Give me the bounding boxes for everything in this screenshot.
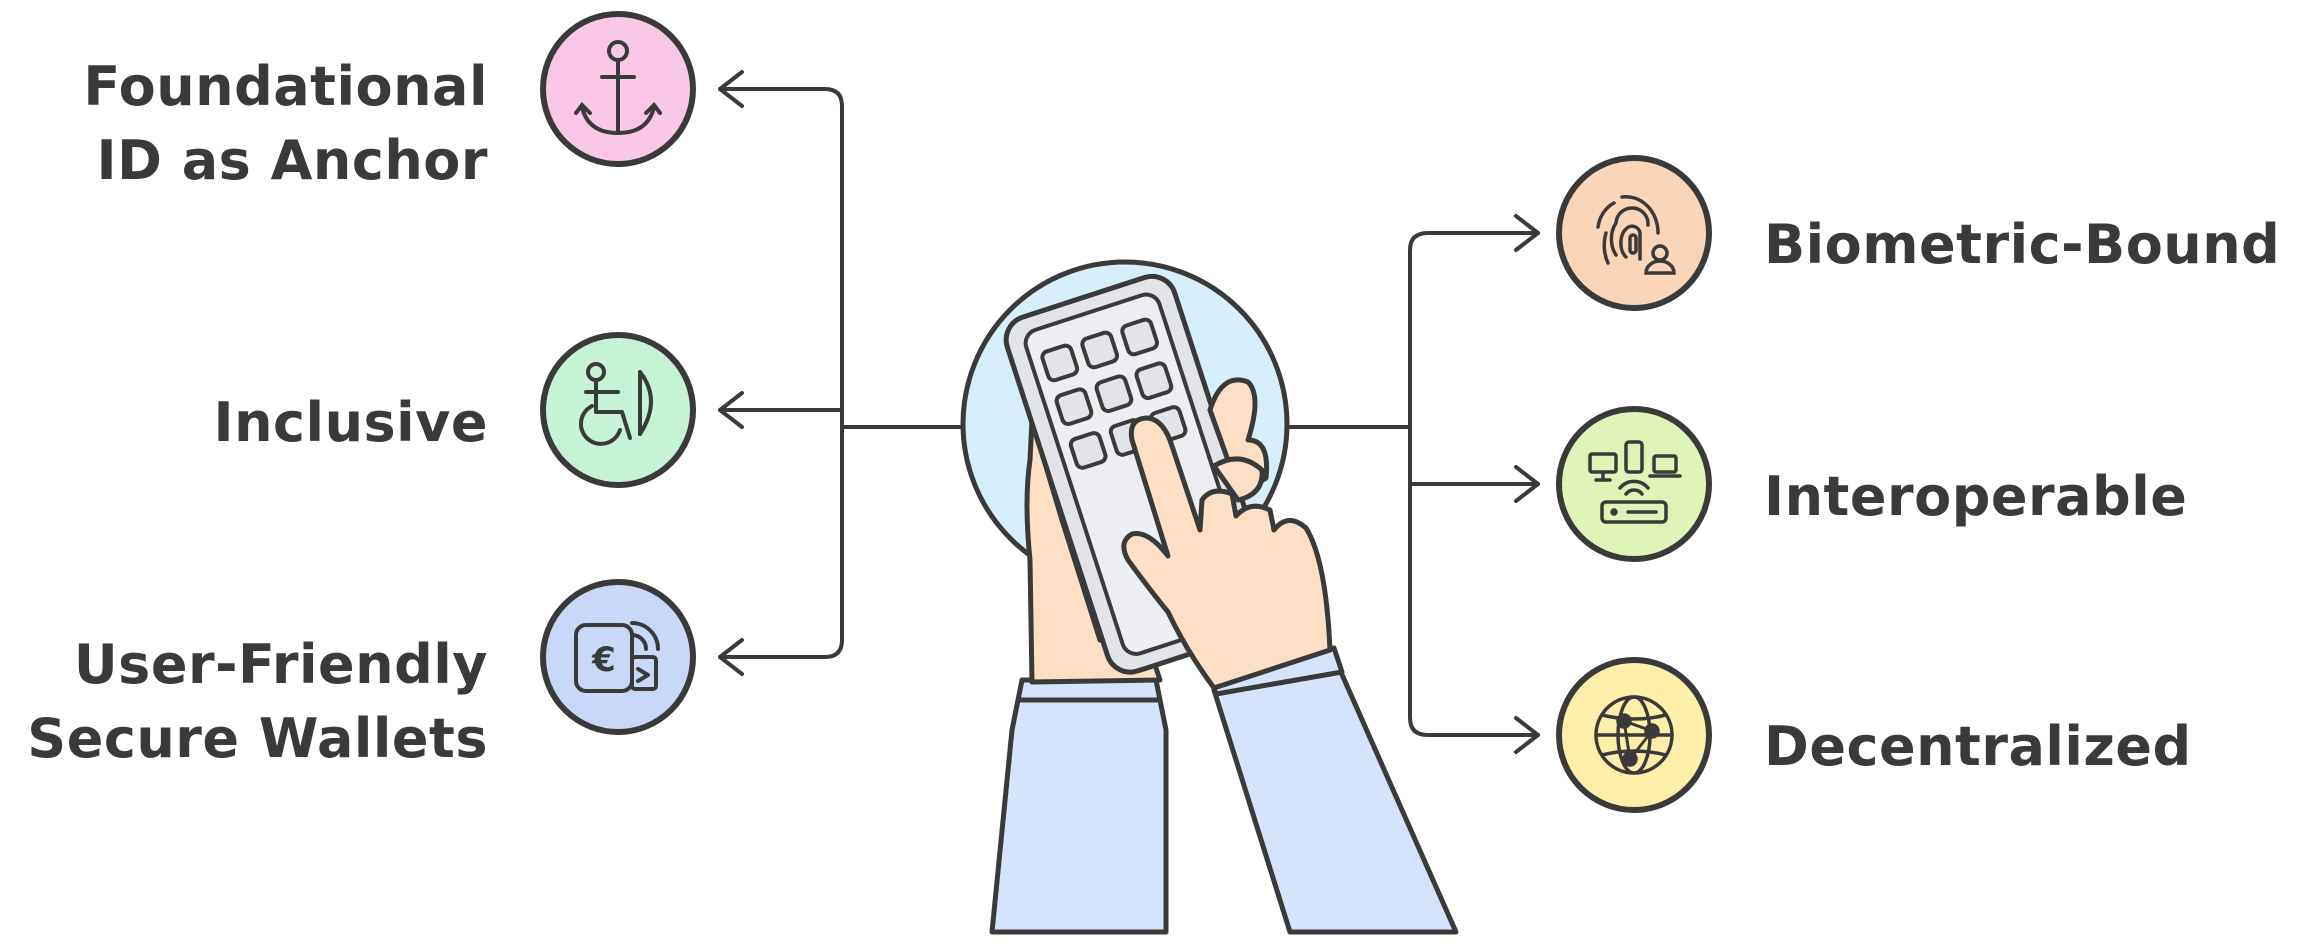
right-hand <box>1121 415 1333 691</box>
label-foundational-id: Foundational ID as Anchor <box>83 50 488 198</box>
anchor-icon <box>540 11 696 167</box>
label-user-friendly-wallets: User-Friendly Secure Wallets <box>27 628 488 776</box>
arrowhead-right-2 <box>1514 465 1540 503</box>
label-decentralized: Decentralized <box>1764 710 2192 784</box>
label-line: User-Friendly <box>73 633 488 696</box>
network-globe-icon <box>1556 657 1712 813</box>
fingerprint-user-icon <box>1556 155 1712 311</box>
label-line: Biometric-Bound <box>1764 213 2281 276</box>
label-inclusive: Inclusive <box>214 386 488 460</box>
arrowhead-left-3 <box>718 638 744 676</box>
left-sleeve <box>989 697 1169 935</box>
label-line: Interoperable <box>1764 465 2188 528</box>
left-hand-finger-2 <box>1211 456 1265 503</box>
arrowhead-left-1 <box>718 70 744 108</box>
label-line: ID as Anchor <box>96 129 488 192</box>
label-interoperable: Interoperable <box>1764 460 2187 534</box>
svg-text:€: € <box>591 640 616 680</box>
accessibility-icon <box>540 332 696 488</box>
label-line: Foundational <box>83 55 488 118</box>
label-line: Secure Wallets <box>27 707 488 770</box>
connector-left-trunk <box>718 87 844 659</box>
arrowhead-right-1 <box>1514 214 1540 252</box>
label-line: Inclusive <box>213 391 488 454</box>
arrowhead-left-2 <box>718 391 744 429</box>
hands-phone-icon <box>960 259 1459 935</box>
connected-devices-icon <box>1556 406 1712 562</box>
connector-lines <box>718 70 1540 754</box>
arrowhead-right-3 <box>1514 716 1540 754</box>
wallet-payment-icon: € <box>540 579 696 735</box>
right-sleeve <box>1211 667 1459 935</box>
label-biometric-bound: Biometric-Bound <box>1764 208 2280 282</box>
label-line: Decentralized <box>1764 715 2192 778</box>
